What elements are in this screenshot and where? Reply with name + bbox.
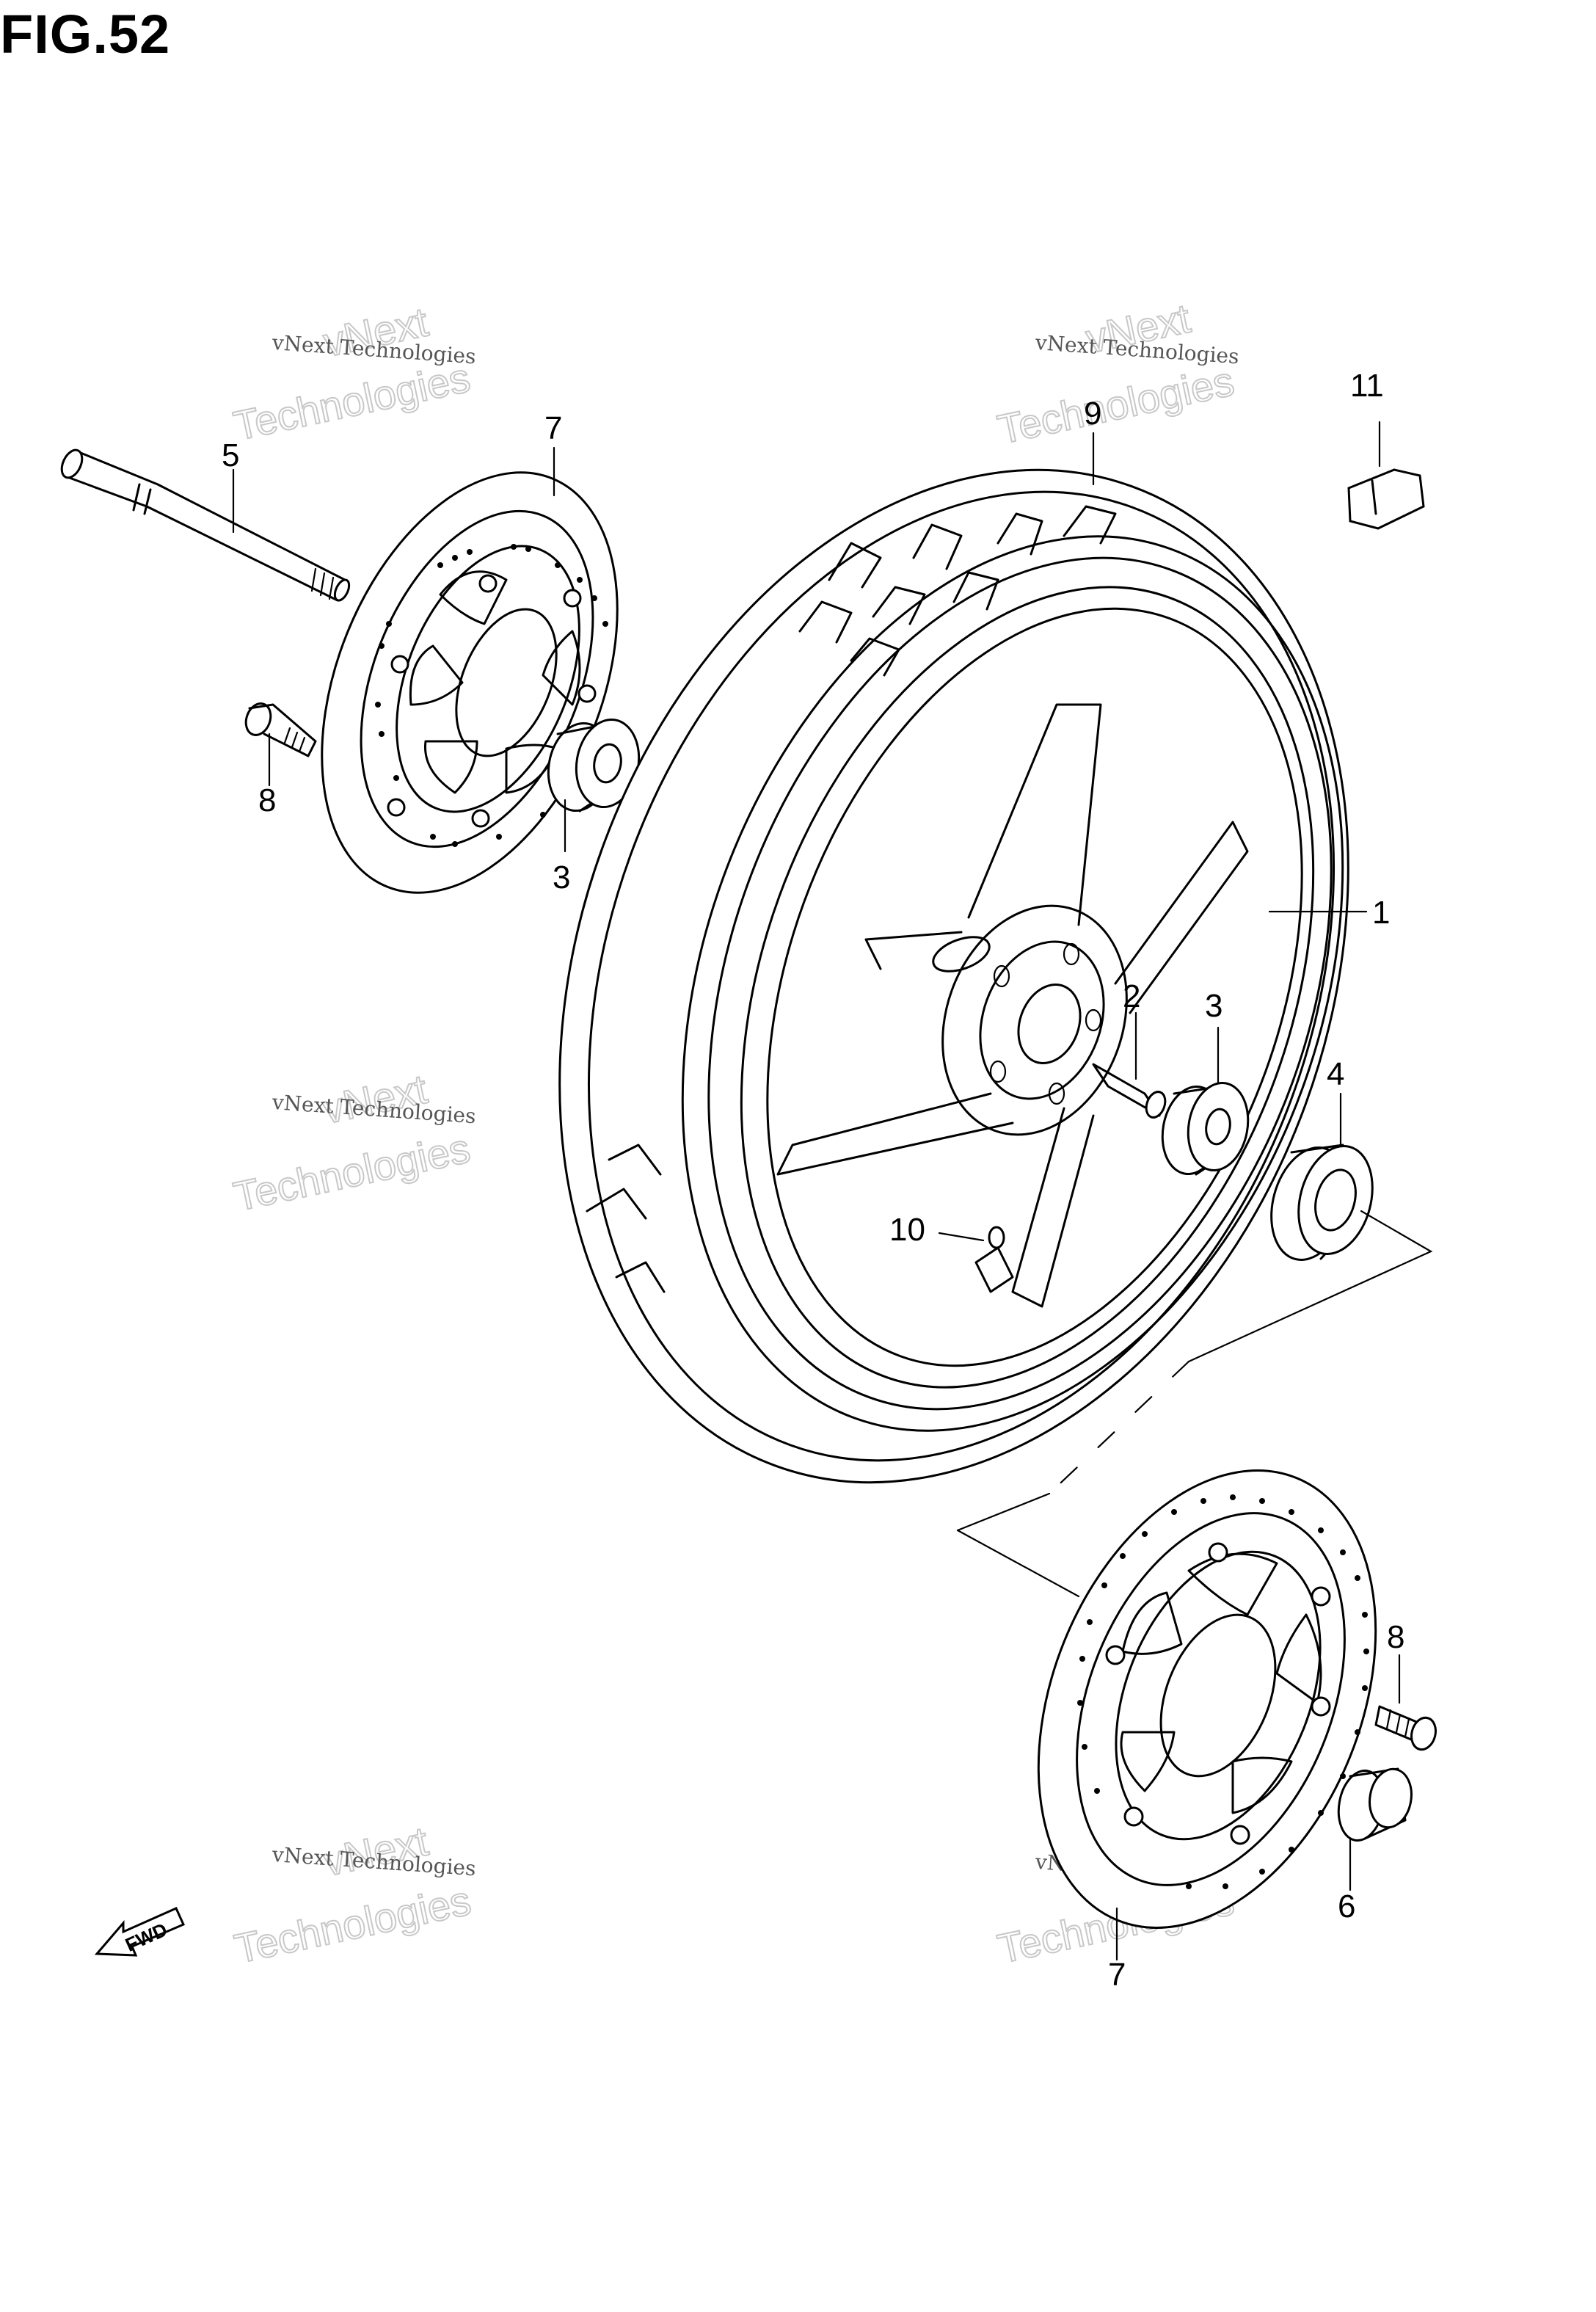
svg-text:Technologies: Technologies bbox=[230, 1877, 475, 1972]
watermark-top-left: Technologies vNext vNext Technologies bbox=[229, 297, 477, 449]
svg-text:Technologies: Technologies bbox=[994, 357, 1238, 453]
part-oil-seal bbox=[1270, 1092, 1374, 1261]
callout-8-lower: 8 bbox=[1387, 1619, 1404, 1655]
part-spacer bbox=[1092, 1011, 1167, 1119]
part-disc-bolt-lower bbox=[1374, 1654, 1437, 1751]
svg-text:Technologies: Technologies bbox=[230, 1124, 474, 1220]
callout-labels: 1 2 3 3 4 5 6 7 7 8 8 9 10 11 bbox=[222, 368, 1404, 1993]
watermark-mid-left: Technologies vNext vNext Technologies bbox=[229, 1065, 477, 1221]
part-collar bbox=[1337, 1767, 1413, 1891]
part-balancer-weight bbox=[1347, 421, 1425, 530]
callout-3-lower: 3 bbox=[1205, 988, 1222, 1024]
part-bearing-lower bbox=[1161, 1026, 1250, 1176]
fwd-direction-arrow: FWD bbox=[94, 1907, 185, 1957]
assembly-guide-lines bbox=[956, 1210, 1433, 1598]
callout-10: 10 bbox=[889, 1212, 925, 1248]
callout-4: 4 bbox=[1327, 1056, 1344, 1092]
callout-9: 9 bbox=[1084, 396, 1101, 432]
watermark-top-right: Technologies vNext vNext Technologies bbox=[993, 294, 1239, 454]
callout-8-upper: 8 bbox=[258, 782, 276, 818]
callout-7-lower: 7 bbox=[1108, 1957, 1126, 1993]
callout-7-upper: 7 bbox=[544, 410, 562, 446]
callout-3-upper: 3 bbox=[553, 859, 570, 895]
callout-2: 2 bbox=[1123, 978, 1140, 1014]
part-axle bbox=[60, 448, 351, 602]
callout-11: 11 bbox=[1350, 368, 1384, 404]
watermark-bottom-left: Technologies vNext vNext Technologies bbox=[230, 1817, 476, 1972]
svg-text:Technologies: Technologies bbox=[230, 354, 474, 449]
callout-5: 5 bbox=[222, 437, 239, 473]
part-disc-bolt-upper bbox=[244, 702, 317, 787]
figure-title: FIG.52 bbox=[0, 4, 171, 65]
callout-6: 6 bbox=[1338, 1889, 1355, 1924]
part-tire-valve bbox=[938, 1226, 1014, 1293]
part-brake-disc-lower bbox=[1037, 1469, 1377, 1929]
callout-1: 1 bbox=[1372, 895, 1390, 931]
part-wheel-and-tire bbox=[558, 468, 1349, 1484]
part-brake-disc-upper bbox=[321, 471, 619, 894]
